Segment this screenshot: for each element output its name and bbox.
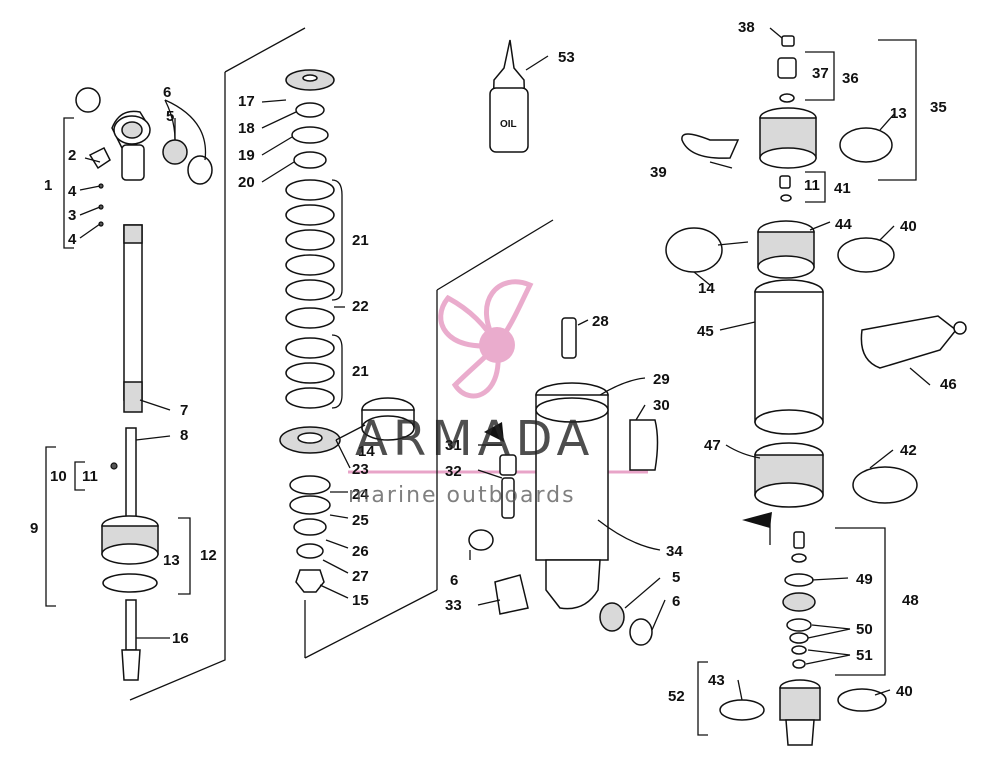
reservoir-assembly (468, 317, 659, 646)
callout-24: 24 (352, 486, 369, 503)
callout-49: 49 (856, 571, 873, 588)
callout-32: 32 (445, 463, 462, 480)
callout-5: 5 (672, 569, 680, 586)
callout-15: 15 (352, 592, 369, 609)
callout-20: 20 (238, 174, 255, 191)
callout-labels: 6 5 2 1 4 3 4 7 8 10 11 9 13 12 16 17 18… (30, 19, 957, 705)
callout-47: 47 (704, 437, 721, 454)
callout-11: 11 (804, 177, 820, 194)
callout-12: 12 (200, 547, 217, 564)
callout-48: 48 (902, 592, 919, 609)
callout-17: 17 (238, 93, 255, 110)
callout-27: 27 (352, 568, 369, 585)
callout-9: 9 (30, 520, 38, 537)
callout-45: 45 (697, 323, 714, 340)
callout-14: 14 (698, 280, 715, 297)
callout-4: 4 (68, 231, 77, 248)
callout-31: 31 (445, 437, 462, 454)
callout-39: 39 (650, 164, 667, 181)
callout-53: 53 (558, 49, 575, 66)
callout-19: 19 (238, 147, 255, 164)
callout-10: 10 (50, 468, 67, 485)
callout-43: 43 (708, 672, 725, 689)
shim-stack (279, 69, 415, 593)
callout-51: 51 (856, 647, 873, 664)
callout-21: 21 (352, 363, 369, 380)
leader-lines (79, 27, 931, 701)
callout-29: 29 (653, 371, 670, 388)
callout-40: 40 (896, 683, 913, 700)
o-ring-part (75, 87, 101, 113)
callout-5: 5 (166, 108, 174, 125)
callout-34: 34 (666, 543, 683, 560)
remote-reservoir-assembly (665, 35, 967, 746)
callout-18: 18 (238, 120, 255, 137)
callout-7: 7 (180, 402, 188, 419)
callout-35: 35 (930, 99, 947, 116)
callout-2: 2 (68, 147, 76, 164)
callout-3: 3 (68, 207, 76, 224)
callout-1: 1 (44, 177, 52, 194)
callout-25: 25 (352, 512, 369, 529)
callout-16: 16 (172, 630, 189, 647)
callout-23: 23 (352, 461, 369, 478)
callout-41: 41 (834, 180, 851, 197)
callout-38: 38 (738, 19, 755, 36)
callout-14: 14 (358, 443, 375, 460)
callout-46: 46 (940, 376, 957, 393)
oil-bottle-label: OIL (500, 119, 517, 130)
callout-13: 13 (163, 552, 180, 569)
propeller-logo-icon (438, 279, 534, 399)
callout-44: 44 (835, 216, 852, 233)
callout-8: 8 (180, 427, 188, 444)
callout-4: 4 (68, 183, 77, 200)
shaft-assembly (75, 87, 213, 681)
callout-26: 26 (352, 543, 369, 560)
callout-28: 28 (592, 313, 609, 330)
assembly-frames (45, 27, 917, 736)
callout-37: 37 (812, 65, 829, 82)
oil-bottle-icon: OIL (489, 39, 529, 153)
callout-6: 6 (163, 84, 171, 101)
callout-6: 6 (450, 572, 458, 589)
watermark-brand: ARMADA (355, 411, 594, 467)
callout-52: 52 (668, 688, 685, 705)
callout-11: 11 (82, 468, 98, 485)
callout-13: 13 (890, 105, 907, 122)
callout-50: 50 (856, 621, 873, 638)
callout-22: 22 (352, 298, 369, 315)
callout-42: 42 (900, 442, 917, 459)
callout-6: 6 (672, 593, 680, 610)
callout-30: 30 (653, 397, 670, 414)
callout-36: 36 (842, 70, 859, 87)
callout-40: 40 (900, 218, 917, 235)
watermark-tagline: marine outboards (348, 483, 576, 508)
callout-33: 33 (445, 597, 462, 614)
callout-21: 21 (352, 232, 369, 249)
